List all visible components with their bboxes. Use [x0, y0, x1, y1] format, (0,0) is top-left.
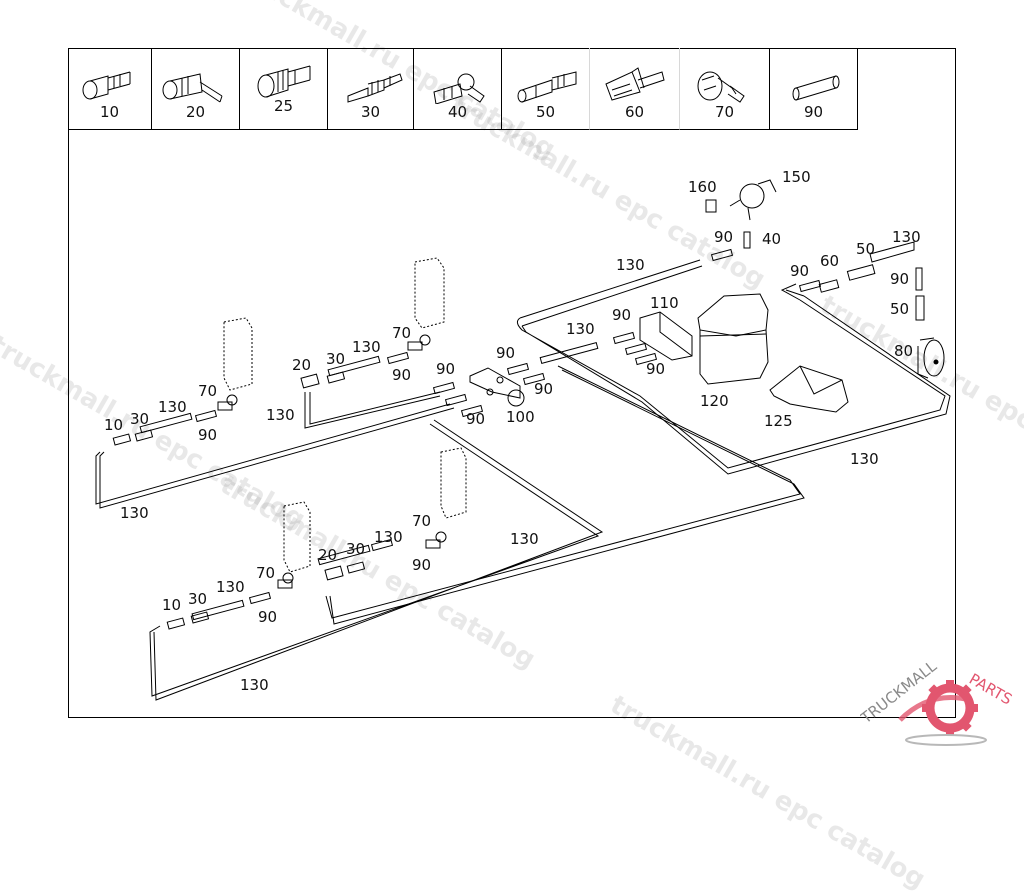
callout-90: 90 [714, 228, 734, 246]
legend-label: 70 [714, 103, 735, 121]
callout-130: 130 [216, 578, 245, 596]
callout-120: 120 [700, 392, 729, 410]
callout-90: 90 [412, 556, 432, 574]
pipe-130-upper-loop[interactable] [516, 259, 951, 475]
washer-nozzle-80[interactable] [917, 337, 945, 379]
legend-cell-90[interactable]: 90 [770, 48, 858, 130]
callout-70: 70 [392, 324, 412, 342]
callout-70: 70 [412, 512, 432, 530]
legend-label: 40 [447, 103, 468, 121]
callout-130: 130 [266, 406, 295, 424]
callout-90: 90 [790, 262, 810, 280]
legend-label: 20 [185, 103, 206, 121]
double-barb-connector-icon [347, 73, 403, 103]
connector-plug-icon [257, 65, 311, 98]
legend-cell-20[interactable]: 20 [152, 48, 240, 130]
callout-90: 90 [436, 360, 456, 378]
legend-cell-60[interactable]: 60 [590, 48, 680, 130]
callout-90: 90 [392, 366, 412, 384]
angled-check-valve-icon [697, 71, 745, 103]
truckmall-parts-logo: TRUCKMALL PARTS [860, 660, 1015, 746]
legend-cell-70[interactable]: 70 [680, 48, 770, 130]
callout-90: 90 [198, 426, 218, 444]
callout-130: 130 [892, 228, 921, 246]
callout-125: 125 [764, 412, 793, 430]
legend-label: 30 [360, 103, 381, 121]
elbow-connector-icon [162, 73, 223, 103]
callout-90: 90 [466, 410, 486, 428]
callout-70: 70 [256, 564, 276, 582]
callout-130: 130 [240, 676, 269, 694]
callout-130: 130 [120, 504, 149, 522]
legend-label: 60 [624, 103, 645, 121]
callout-130: 130 [352, 338, 381, 356]
elbow-fitting-70[interactable] [226, 334, 447, 584]
hose-sleeve-90[interactable] [194, 248, 923, 605]
callout-50: 50 [890, 300, 910, 318]
callout-90: 90 [534, 380, 554, 398]
callout-70: 70 [198, 382, 218, 400]
nozzle-bracket[interactable] [223, 257, 467, 573]
legend-cell-40[interactable]: 40 [414, 48, 502, 130]
callout-40: 40 [762, 230, 782, 248]
callout-10: 10 [162, 596, 182, 614]
callout-130: 130 [158, 398, 187, 416]
pipe-130-lower-loop[interactable] [149, 365, 805, 701]
legend-cell-25[interactable]: 25 [240, 48, 328, 130]
callout-30: 30 [346, 540, 366, 558]
legend-cell-10[interactable]: 10 [68, 48, 152, 130]
callout-130: 130 [510, 530, 539, 548]
washer-reservoir-120[interactable] [697, 293, 769, 385]
distributor-block-100[interactable] [469, 367, 525, 407]
straight-reducer-icon [517, 71, 577, 103]
pipe-130-left-run[interactable] [95, 391, 455, 509]
callout-30: 30 [326, 350, 346, 368]
callout-30: 30 [188, 590, 208, 608]
callout-90: 90 [612, 306, 632, 324]
callout-130: 130 [374, 528, 403, 546]
diagram-frame [68, 48, 956, 718]
callout-150: 150 [782, 168, 811, 186]
valve-block-110[interactable] [639, 311, 693, 361]
callout-20: 20 [292, 356, 312, 374]
hose-130-straight[interactable] [139, 241, 915, 621]
washer-pump-150[interactable] [729, 179, 777, 221]
hose-routing-diagram [95, 179, 951, 701]
connector-fittings[interactable] [112, 199, 925, 630]
reservoir-cover-125[interactable] [769, 365, 849, 413]
legend-label: 90 [803, 103, 824, 121]
callout-110: 110 [650, 294, 679, 312]
callout-60: 60 [820, 252, 840, 270]
callout-10: 10 [104, 416, 124, 434]
callout-90: 90 [646, 360, 666, 378]
callout-90: 90 [890, 270, 910, 288]
legend-cell-50[interactable]: 50 [502, 48, 590, 130]
callout-160: 160 [688, 178, 717, 196]
callout-130: 130 [616, 256, 645, 274]
straight-connector-icon [82, 71, 131, 100]
legend-cell-30[interactable]: 30 [328, 48, 414, 130]
legend-label: 25 [273, 97, 294, 115]
callout-90: 90 [258, 608, 278, 626]
legend-label: 10 [99, 103, 120, 121]
check-valve-icon [605, 67, 665, 101]
callout-30: 30 [130, 410, 150, 428]
callout-50: 50 [856, 240, 876, 258]
elbow-reducer-icon [433, 73, 485, 104]
callout-130: 130 [850, 450, 879, 468]
callout-130: 130 [566, 320, 595, 338]
callout-100: 100 [506, 408, 535, 426]
callout-80: 80 [894, 342, 914, 360]
callout-20: 20 [318, 546, 338, 564]
legend-label: 50 [535, 103, 556, 121]
hose-sleeve-icon [792, 75, 840, 101]
callout-90: 90 [496, 344, 516, 362]
